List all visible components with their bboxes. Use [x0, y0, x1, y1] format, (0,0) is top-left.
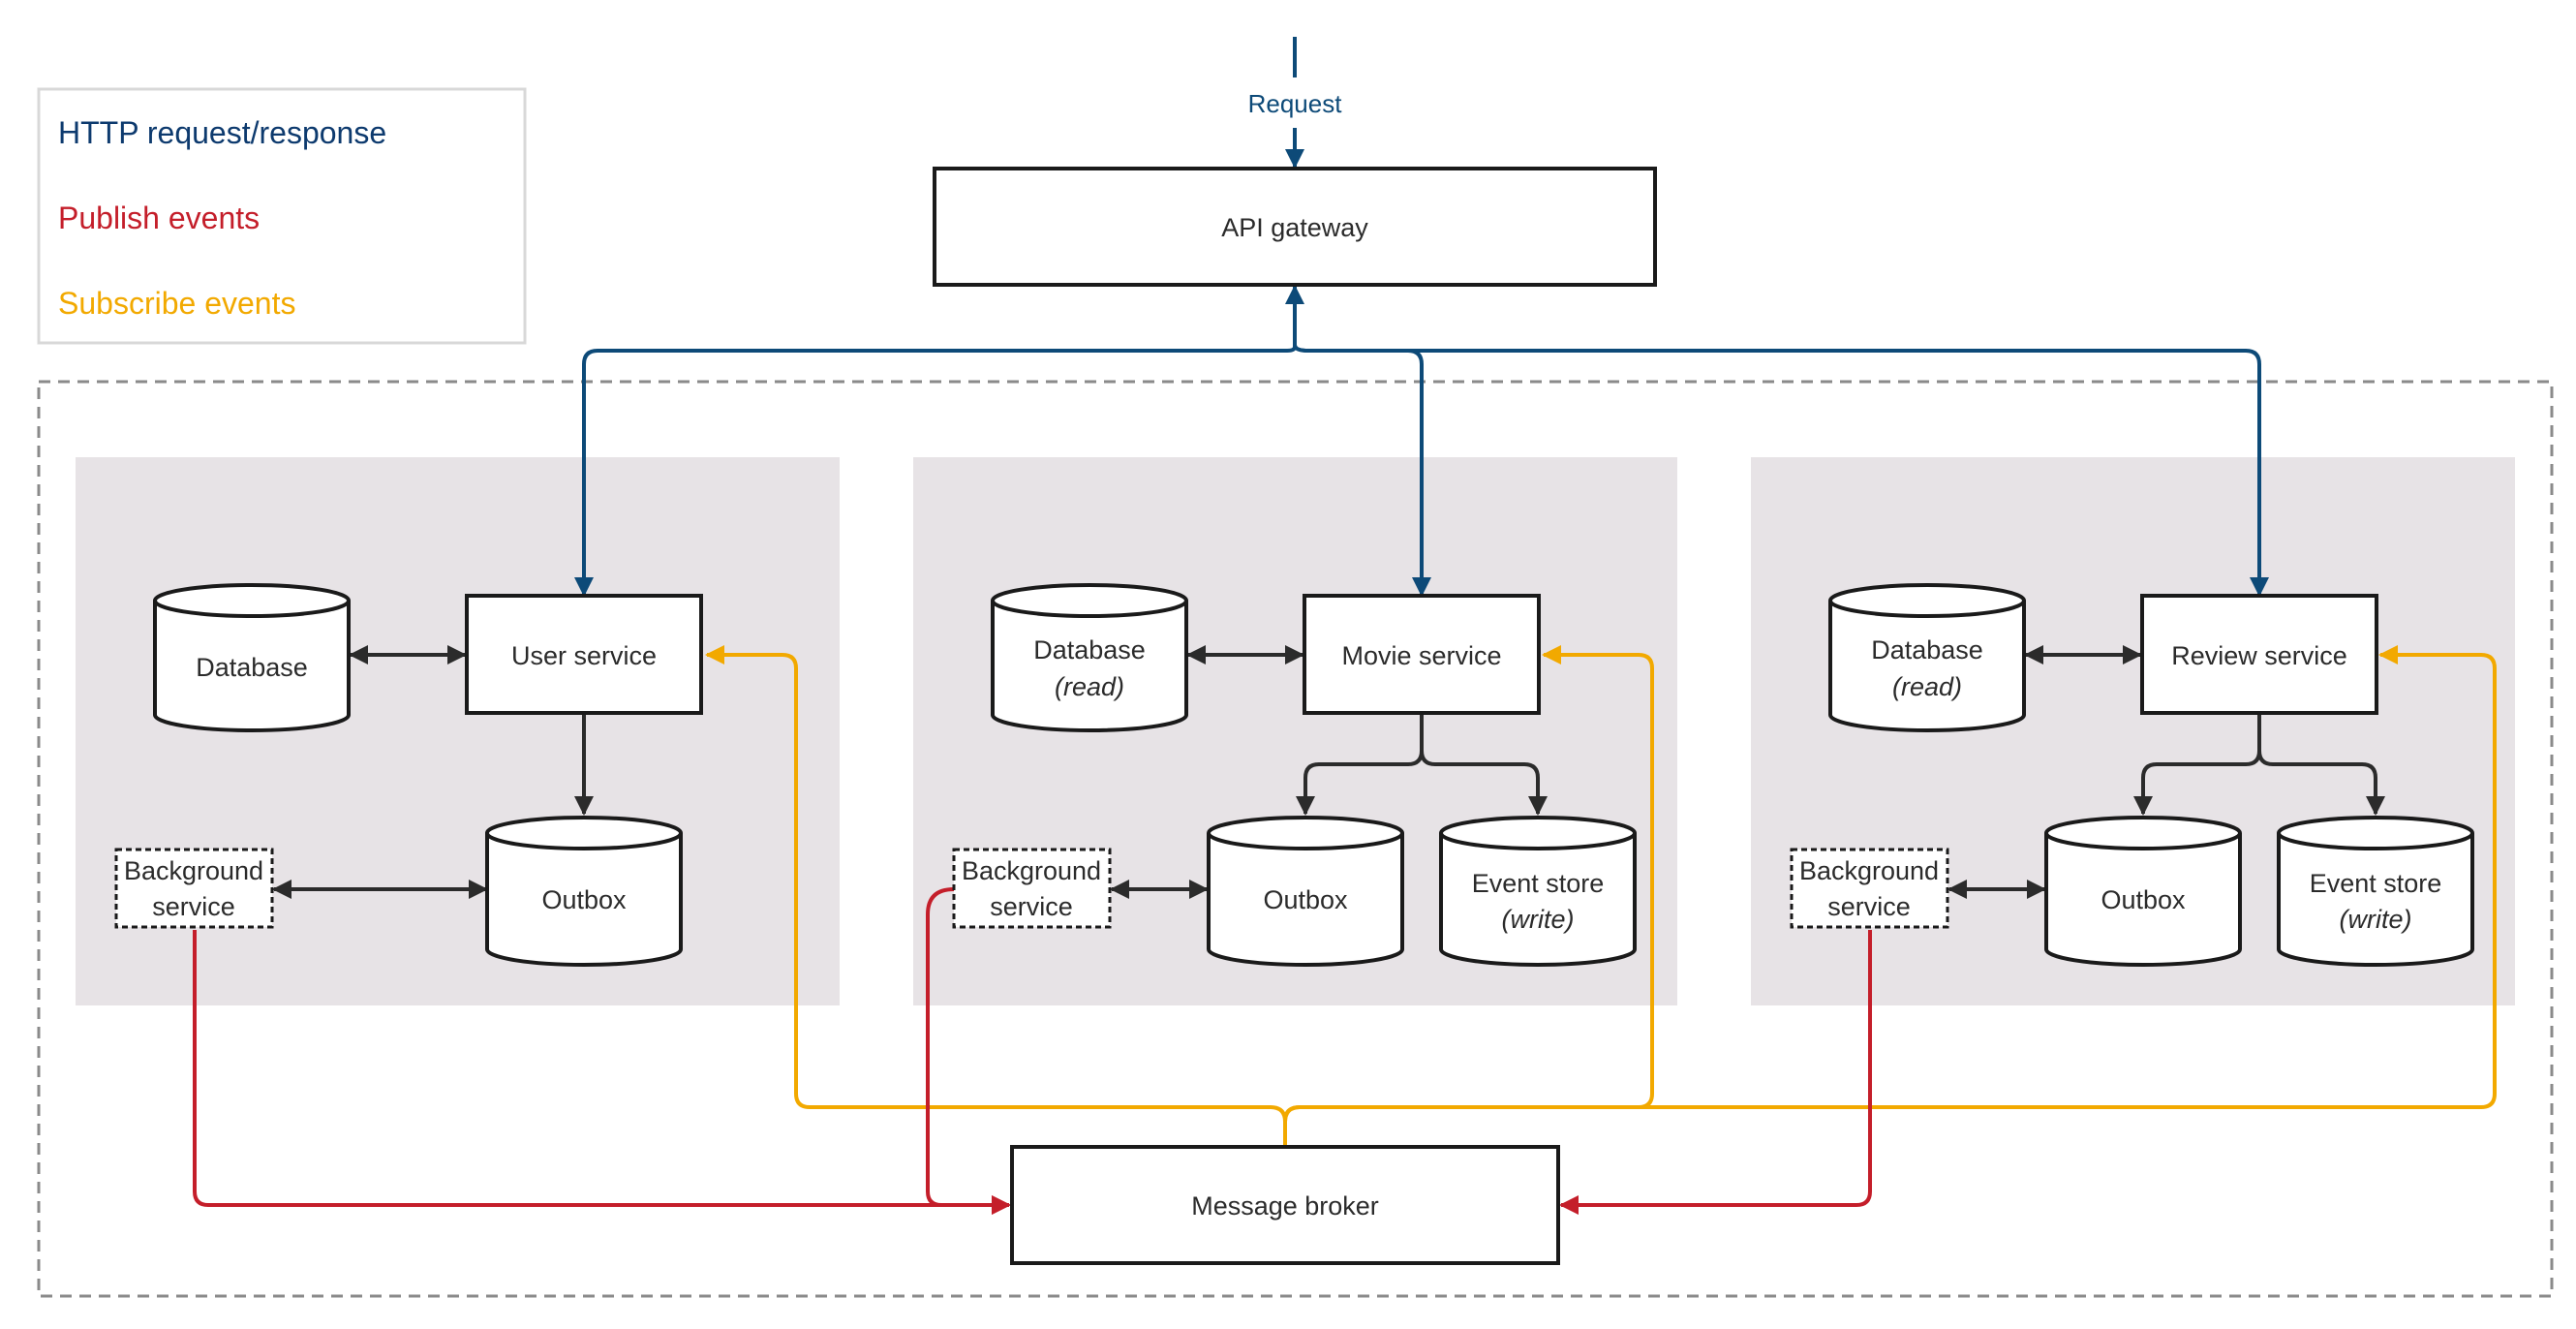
- review-background-service: Background service: [1790, 848, 1949, 929]
- review-background-label-2: service: [1827, 892, 1911, 921]
- review-outbox: Outbox: [2044, 816, 2242, 967]
- legend: HTTP request/response Publish events Sub…: [37, 87, 527, 345]
- review-database-label-2: (read): [1892, 672, 1962, 701]
- user-outbox-cylinder: [485, 816, 683, 967]
- user-database-label: Database: [196, 653, 308, 682]
- movie-eventstore-link: [1420, 750, 1548, 816]
- api-gateway: API gateway: [933, 167, 1657, 287]
- review-event-store-rim: [2277, 832, 2474, 850]
- user-outbox: Outbox: [485, 816, 683, 967]
- legend-subscribe-label: Subscribe events: [58, 286, 295, 321]
- review-outbox-rim: [2044, 832, 2242, 850]
- review-outbox-label: Outbox: [2101, 885, 2186, 914]
- message-broker: Message broker: [1010, 1145, 1560, 1265]
- legend-publish-label: Publish events: [58, 201, 260, 235]
- user-database-cylinder: [153, 583, 351, 732]
- movie-service-box: [1303, 594, 1541, 715]
- internal-connections: [272, 645, 2385, 899]
- http-connections: [574, 285, 2269, 597]
- movie-outbox-rim: [1207, 832, 1404, 850]
- user-service-label: User service: [511, 641, 657, 670]
- user-database: Database: [153, 583, 351, 732]
- review-service-node: Review service: [2140, 594, 2378, 715]
- api-gateway-box: [933, 167, 1657, 287]
- subscribe-connections: [705, 645, 2497, 1145]
- publish-connections: [193, 887, 1872, 1215]
- request-label: Request: [1248, 89, 1343, 118]
- legend-box: [37, 87, 527, 345]
- review-background-box: [1790, 848, 1949, 929]
- user-outbox-label: Outbox: [541, 885, 627, 914]
- review-service-box: [2140, 594, 2378, 715]
- movie-service-label: Movie service: [1341, 641, 1501, 670]
- subscribe-arrow-review-service: [1283, 645, 2497, 1123]
- user-background-label-2: service: [152, 892, 235, 921]
- user-database-rim: [153, 600, 351, 618]
- movie-event-store-label-2: (write): [1502, 905, 1575, 934]
- review-eventstore-link: [2257, 750, 2385, 816]
- movie-background-label-1: Background: [962, 856, 1101, 885]
- request-entry: Request: [1248, 37, 1343, 169]
- message-broker-box: [1010, 1145, 1560, 1265]
- review-outbox-cylinder: [2044, 816, 2242, 967]
- movie-background-service: Background service: [952, 848, 1112, 929]
- user-service-box: [465, 594, 703, 715]
- movie-background-box: [952, 848, 1112, 929]
- review-database-cylinder: [1828, 583, 2026, 732]
- user-background-box: [114, 848, 274, 929]
- message-broker-label: Message broker: [1191, 1191, 1379, 1221]
- api-gateway-label: API gateway: [1221, 213, 1368, 242]
- review-event-store-label-2: (write): [2340, 905, 2412, 934]
- movie-event-store-label-1: Event store: [1472, 869, 1605, 898]
- publish-arrow-user-background: [193, 930, 1011, 1215]
- movie-database-cylinder: [991, 583, 1188, 732]
- movie-database: Database (read): [991, 583, 1188, 732]
- movie-outbox-cylinder: [1207, 816, 1404, 967]
- legend-http-label: HTTP request/response: [58, 115, 386, 150]
- publish-arrow-movie-background: [926, 887, 1011, 1215]
- publish-arrow-review-background: [1559, 930, 1872, 1215]
- movie-database-label-2: (read): [1055, 672, 1124, 701]
- user-background-service: Background service: [114, 848, 274, 929]
- movie-event-store: Event store (write): [1439, 816, 1637, 967]
- review-database: Database (read): [1828, 583, 2026, 732]
- movie-database-label-1: Database: [1033, 635, 1146, 664]
- movie-database-rim: [991, 600, 1188, 618]
- movie-outbox: Outbox: [1207, 816, 1404, 967]
- user-service-node: User service: [465, 594, 703, 715]
- user-background-label-1: Background: [124, 856, 263, 885]
- http-arrow-user-service: [574, 346, 1297, 597]
- http-arrow-review-service: [1293, 344, 2269, 597]
- movie-service-node: Movie service: [1303, 594, 1541, 715]
- review-background-label-1: Background: [1799, 856, 1939, 885]
- user-outbox-rim: [485, 832, 683, 850]
- movie-outbox-label: Outbox: [1263, 885, 1348, 914]
- review-service-label: Review service: [2171, 641, 2347, 670]
- review-event-store: Event store (write): [2277, 816, 2474, 967]
- movie-background-label-2: service: [990, 892, 1073, 921]
- review-event-store-label-1: Event store: [2310, 869, 2442, 898]
- movie-event-store-rim: [1439, 832, 1637, 850]
- review-database-rim: [1828, 600, 2026, 618]
- review-event-store-cylinder: [2277, 816, 2474, 967]
- subscribe-arrow-user-service: [705, 645, 1287, 1145]
- review-database-label-1: Database: [1871, 635, 1983, 664]
- movie-event-store-cylinder: [1439, 816, 1637, 967]
- system-boundary: [37, 380, 2554, 1298]
